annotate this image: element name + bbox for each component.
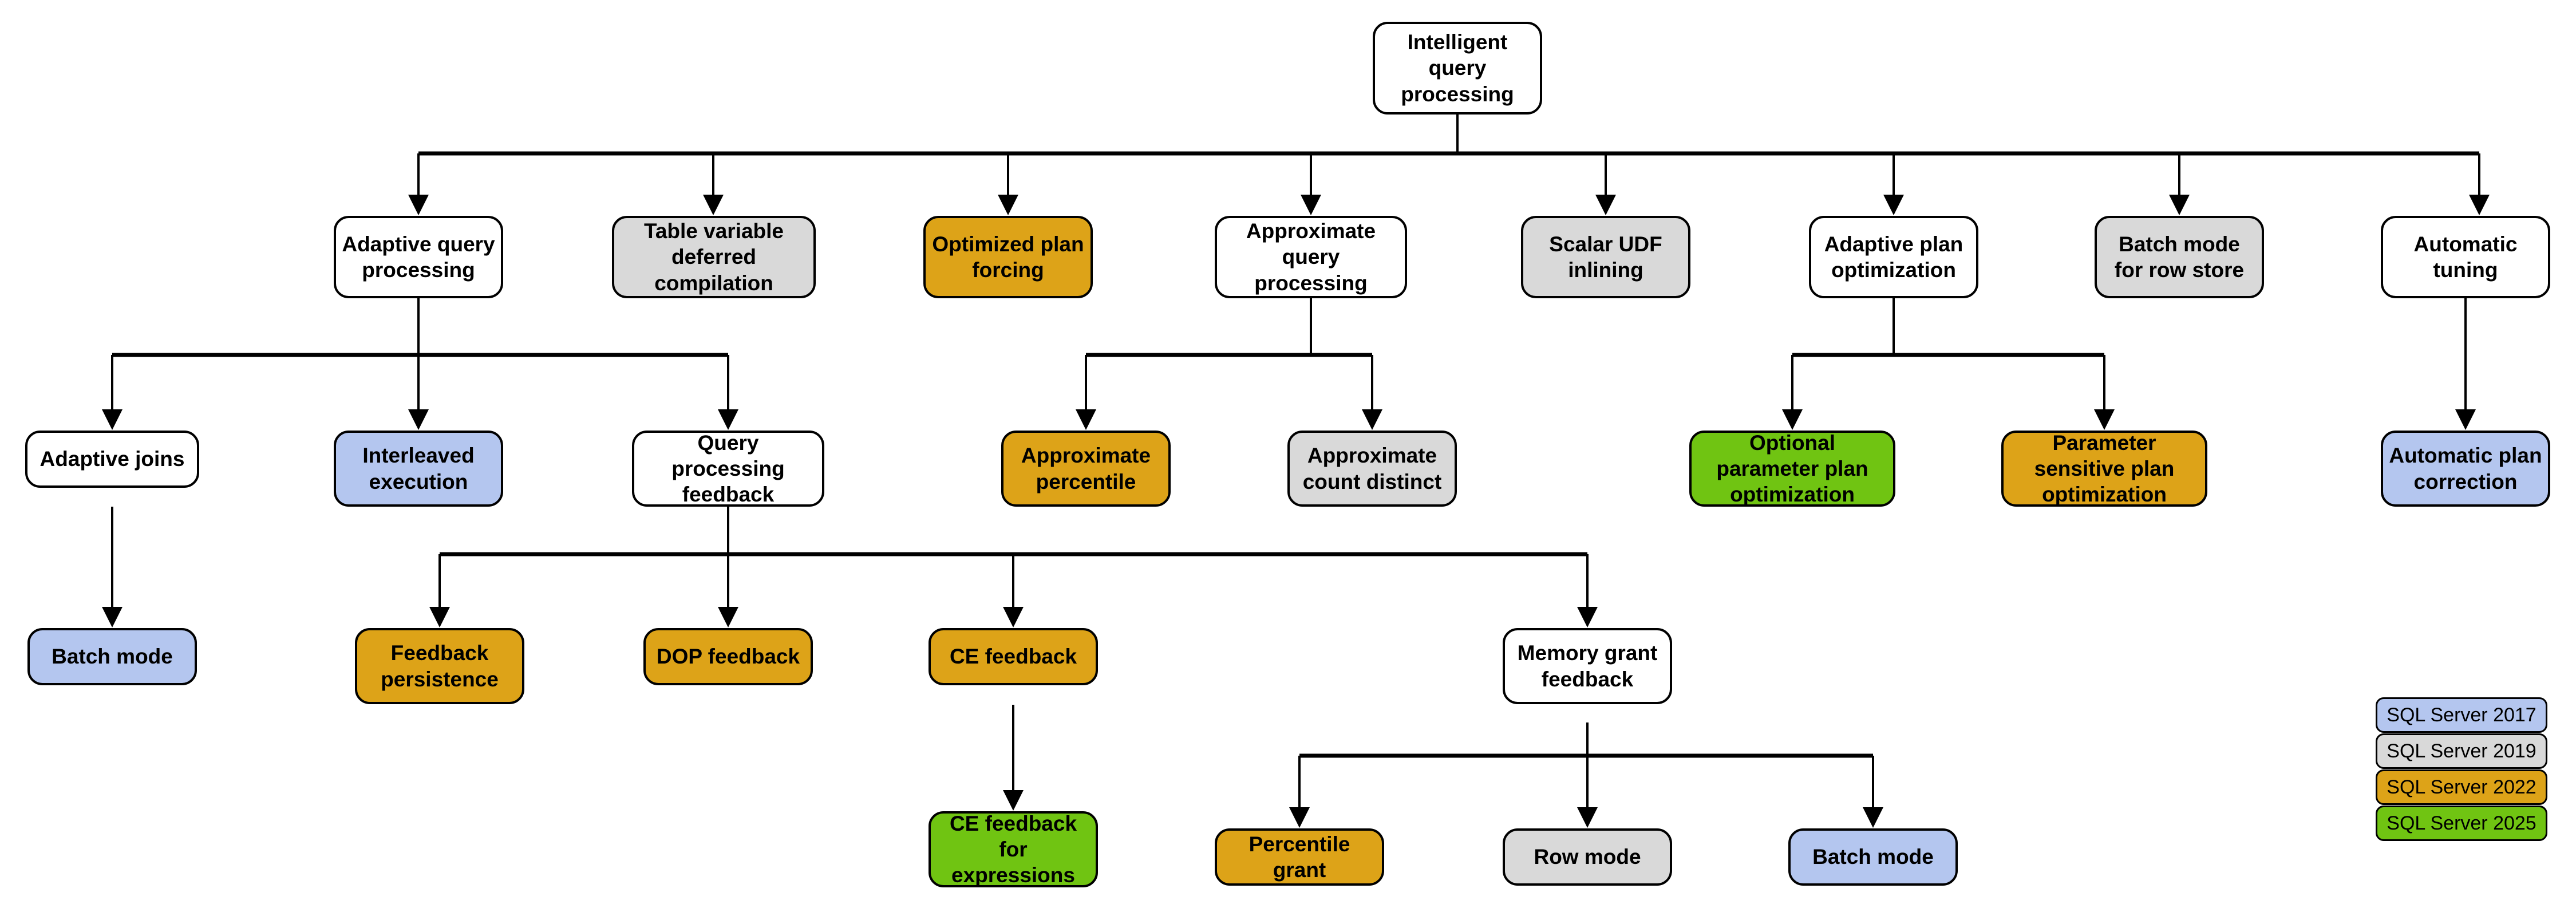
node-automatic-plan-correction[interactable]: Automatic plan correction <box>2381 431 2550 507</box>
node-label: Batch mode <box>1812 845 1934 869</box>
node-interleaved-execution[interactable]: Interleaved execution <box>334 431 503 507</box>
node-ce-feedback-for-expressions[interactable]: CE feedback for expressions <box>929 811 1098 887</box>
node-scalar-udf-inlining[interactable]: Scalar UDF inlining <box>1521 216 1690 298</box>
legend-item-sql-server-2022[interactable]: SQL Server 2022 <box>2376 769 2547 805</box>
node-label: Parameter sensitive plan optimization <box>2034 431 2175 507</box>
node-label: Query processing feedback <box>671 431 785 507</box>
node-label: Feedback persistence <box>381 641 499 691</box>
legend-label: SQL Server 2025 <box>2387 812 2537 834</box>
node-label: Interleaved execution <box>362 444 475 493</box>
node-approximate-query-processing[interactable]: Approximate query processing <box>1215 216 1407 298</box>
node-optional-parameter-plan-optimization[interactable]: Optional parameter plan optimization <box>1689 431 1895 507</box>
node-percentile-grant[interactable]: Percentile grant <box>1215 828 1384 886</box>
legend-label: SQL Server 2017 <box>2387 704 2537 726</box>
node-label: Optional parameter plan optimization <box>1716 431 1868 507</box>
node-adaptive-plan-optimization[interactable]: Adaptive plan optimization <box>1809 216 1978 298</box>
node-label: Table variable deferred compilation <box>643 219 784 295</box>
node-intelligent-query-processing[interactable]: Intelligent query processing <box>1373 22 1542 114</box>
node-table-variable-deferred-compilation[interactable]: Table variable deferred compilation <box>612 216 816 298</box>
node-label: CE feedback for expressions <box>949 811 1077 887</box>
node-label: Row mode <box>1534 845 1641 869</box>
node-dop-feedback[interactable]: DOP feedback <box>643 628 813 685</box>
node-batch-mode-adaptive-joins[interactable]: Batch mode <box>27 628 197 685</box>
node-automatic-tuning[interactable]: Automatic tuning <box>2381 216 2550 298</box>
node-label: Intelligent query processing <box>1401 30 1514 106</box>
node-approximate-percentile[interactable]: Approximate percentile <box>1001 431 1171 507</box>
node-label: Automatic plan correction <box>2389 444 2542 493</box>
node-batch-mode-memory-grant[interactable]: Batch mode <box>1788 828 1958 886</box>
node-feedback-persistence[interactable]: Feedback persistence <box>355 628 524 704</box>
legend: SQL Server 2017 SQL Server 2019 SQL Serv… <box>2376 697 2553 892</box>
node-label: Automatic tuning <box>2413 232 2518 282</box>
node-label: Approximate query processing <box>1246 219 1376 295</box>
node-label: Memory grant feedback <box>1517 641 1658 691</box>
legend-label: SQL Server 2019 <box>2387 740 2537 762</box>
node-approximate-count-distinct[interactable]: Approximate count distinct <box>1287 431 1457 507</box>
node-row-mode[interactable]: Row mode <box>1503 828 1672 886</box>
legend-item-sql-server-2017[interactable]: SQL Server 2017 <box>2376 697 2547 733</box>
node-label: DOP feedback <box>656 645 800 669</box>
node-label: Adaptive plan optimization <box>1824 232 1963 282</box>
node-query-processing-feedback[interactable]: Query processing feedback <box>632 431 824 507</box>
node-adaptive-query-processing[interactable]: Adaptive query processing <box>334 216 503 298</box>
node-label: Adaptive query processing <box>342 232 495 282</box>
node-adaptive-joins[interactable]: Adaptive joins <box>25 431 199 488</box>
node-label: Adaptive joins <box>39 447 185 471</box>
legend-item-sql-server-2025[interactable]: SQL Server 2025 <box>2376 806 2547 841</box>
node-parameter-sensitive-plan-optimization[interactable]: Parameter sensitive plan optimization <box>2001 431 2207 507</box>
node-label: Percentile grant <box>1249 832 1350 882</box>
node-label: Batch mode for row store <box>2114 232 2245 282</box>
node-label: Approximate count distinct <box>1302 444 1442 493</box>
node-batch-mode-for-row-store[interactable]: Batch mode for row store <box>2095 216 2264 298</box>
node-ce-feedback[interactable]: CE feedback <box>929 628 1098 685</box>
node-label: CE feedback <box>949 645 1077 669</box>
node-label: Approximate percentile <box>1021 444 1151 493</box>
node-label: Optimized plan forcing <box>932 232 1084 282</box>
node-memory-grant-feedback[interactable]: Memory grant feedback <box>1503 628 1672 704</box>
node-label: Batch mode <box>52 645 173 669</box>
node-optimized-plan-forcing[interactable]: Optimized plan forcing <box>923 216 1093 298</box>
legend-label: SQL Server 2022 <box>2387 776 2537 798</box>
legend-item-sql-server-2019[interactable]: SQL Server 2019 <box>2376 733 2547 769</box>
node-label: Scalar UDF inlining <box>1549 232 1662 282</box>
